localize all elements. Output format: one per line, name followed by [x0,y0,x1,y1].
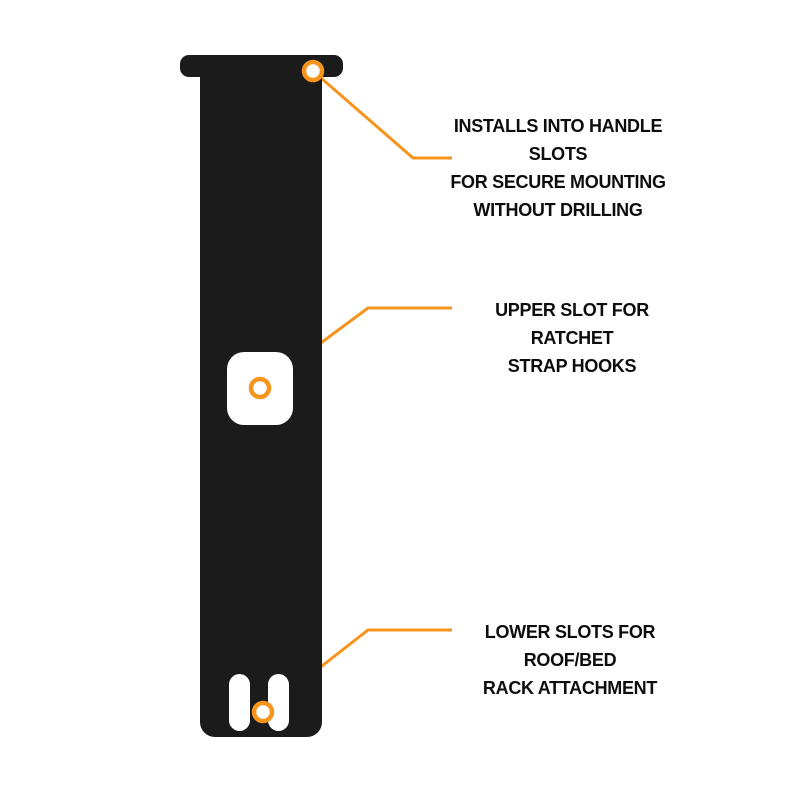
callout-marker-bottom-icon [251,700,275,724]
callout-text-handle-slots: INSTALLS INTO HANDLE SLOTS FOR SECURE MO… [450,116,666,220]
callout-marker-top-icon [301,59,325,83]
lower-slot-right [268,674,289,731]
callout-text-lower-slots: LOWER SLOTS FOR ROOF/BED RACK ATTACHMENT [482,622,658,698]
callout-marker-middle-icon [248,376,272,400]
callout-text-upper-slot: UPPER SLOT FOR RATCHET STRAP HOOKS [495,300,649,376]
lower-slot-left [229,674,250,731]
callout-line-top [312,69,452,160]
